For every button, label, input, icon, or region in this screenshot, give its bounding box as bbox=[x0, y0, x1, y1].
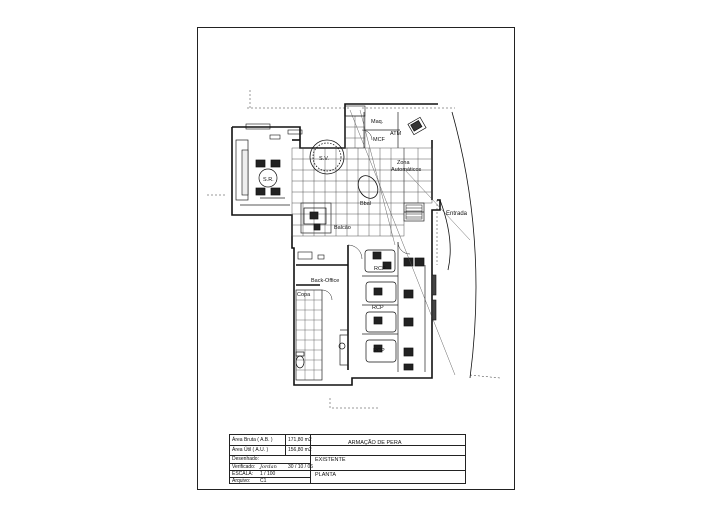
title-block: Área Bruta ( A.B. ) 171,80 m2 Área Útil … bbox=[229, 434, 466, 484]
balcao-counter bbox=[303, 207, 327, 231]
atm-machine bbox=[407, 116, 427, 136]
room-label-rcp-1: RCP bbox=[374, 266, 386, 272]
room-label-atm: ATM bbox=[390, 131, 402, 137]
room-label-bbal: Bbal bbox=[360, 201, 371, 207]
drawing-status: EXISTENTE bbox=[315, 457, 346, 463]
room-label-rcp-2: RCP bbox=[372, 305, 384, 311]
tile-grid bbox=[291, 115, 433, 237]
room-label-maq: Maq. bbox=[371, 119, 384, 125]
stair bbox=[405, 204, 423, 220]
door-swings bbox=[321, 129, 411, 301]
verificado-signature: Jordan bbox=[260, 464, 277, 470]
desenhado-label: Desenhado: bbox=[232, 456, 259, 462]
dashed-outline bbox=[207, 90, 501, 409]
drawing-type: PLANTA bbox=[315, 472, 336, 478]
escala-label: ESCALA: bbox=[232, 471, 254, 477]
room-label-sv: S.V. bbox=[319, 156, 329, 162]
inner-walls bbox=[235, 112, 426, 381]
diagonal-lines bbox=[349, 109, 471, 376]
arquivo-label: Arquivo: bbox=[232, 478, 251, 484]
walls bbox=[231, 103, 441, 386]
room-label-balcao: Balcão bbox=[334, 225, 351, 231]
verificado-date: 30 / 10 / 06 bbox=[288, 464, 314, 470]
drawing-sheet-frame bbox=[197, 27, 515, 490]
escala-value: 1 / 100 bbox=[260, 471, 276, 477]
sr-meeting-table bbox=[255, 159, 281, 196]
sv-booth bbox=[309, 139, 345, 175]
rcp-desks bbox=[364, 249, 425, 371]
area-util-value: 156,80 m2 bbox=[288, 447, 312, 453]
toilet bbox=[295, 342, 346, 369]
room-label-automaticos: Automáticos bbox=[391, 167, 422, 173]
room-label-sr: S.R. bbox=[263, 177, 274, 183]
bbal-booth bbox=[357, 175, 379, 199]
arquivo-value: C1 bbox=[260, 478, 267, 484]
small-furniture bbox=[241, 105, 437, 321]
area-util-label: Área Útil ( A.U. ) bbox=[232, 447, 269, 453]
area-bruta-value: 171,80 m2 bbox=[288, 437, 312, 443]
area-bruta-label: Área Bruta ( A.B. ) bbox=[232, 437, 273, 443]
room-label-rcp-3: RCP bbox=[373, 348, 385, 354]
curved-facade bbox=[439, 111, 477, 379]
room-label-mcf: MCF bbox=[373, 137, 386, 143]
room-label-backoffice: Back-Office bbox=[311, 278, 339, 284]
room-label-entrada: Entrada bbox=[446, 211, 468, 217]
room-label-zona: Zona bbox=[397, 160, 410, 166]
verificado-label: Verificado: bbox=[232, 464, 256, 470]
copa-tiles bbox=[296, 290, 322, 380]
project-name: ARMAÇÃO DE PERA bbox=[348, 440, 402, 446]
room-label-copa: Copa bbox=[297, 292, 311, 298]
